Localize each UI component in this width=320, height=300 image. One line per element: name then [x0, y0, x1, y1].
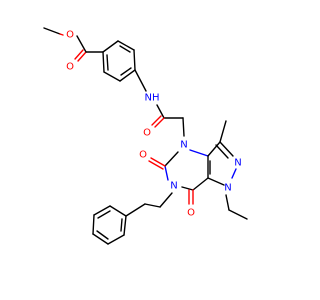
- atom-o5: O: [139, 150, 147, 161]
- bond-ph-inner-1: [97, 210, 111, 219]
- bond-c7-n6: [181, 186, 194, 191]
- atom-amide-o: O: [143, 128, 151, 139]
- bond-benz-4: [119, 69, 136, 82]
- bond-c5-n4: [164, 151, 179, 167]
- atom-ester-carbonyl-o: O: [66, 62, 74, 73]
- bond-benz-1: [102, 40, 119, 53]
- bond-ring-nh: [134, 69, 147, 92]
- bond-c7a-c7: [192, 177, 209, 191]
- bond-ph-inner-3: [120, 218, 123, 232]
- bond-ch2-phenyl: [125, 203, 146, 217]
- bond-c3a-c3: [207, 141, 221, 157]
- bond-ph-2: [93, 205, 111, 216]
- bond-benz-6: [102, 51, 105, 73]
- bond-ph-5: [107, 234, 125, 245]
- bond-nh-amidec: [156, 104, 165, 119]
- bond-n1-c7a: [207, 177, 225, 186]
- bond-ph-1: [109, 205, 127, 217]
- bond-benz-inner-3: [106, 54, 109, 71]
- atom-n2: N: [234, 158, 241, 169]
- bond-o-carbonylc: [76, 35, 87, 53]
- molecule-structure-diagram: O O NH O N O N O N N: [43, 27, 248, 245]
- bond-benz-inner-2: [120, 67, 132, 76]
- bond-n4-c3a: [189, 149, 209, 157]
- atom-o7: O: [187, 208, 195, 219]
- bond-benz-3: [133, 49, 136, 71]
- bond-c3-methyl: [219, 120, 227, 143]
- bond-c3-n2: [219, 141, 234, 157]
- bond-methyl-o: [43, 27, 61, 35]
- bond-ch2-n4: [182, 117, 185, 137]
- bond-c5-dbl-o-1: [150, 157, 166, 167]
- bond-amidec-dbl-o-1: [154, 117, 165, 128]
- bond-n6-ch2: [159, 192, 173, 208]
- atom-n6: N: [170, 181, 177, 192]
- atom-amide-nh: NH: [145, 93, 160, 104]
- bond-amidec-dbl-o-2: [151, 115, 162, 126]
- bond-ph-6: [123, 215, 127, 236]
- bond-ph-inner-2: [96, 230, 109, 240]
- atom-n1: N: [224, 183, 231, 194]
- bond-ch2-ch2: [144, 203, 161, 208]
- bond-n1-ch2: [225, 194, 230, 211]
- atom-n4: N: [180, 140, 187, 151]
- bond-ph-4: [92, 233, 109, 245]
- bond-n6-c5: [164, 165, 169, 181]
- bond-c-dbl-o-2: [74, 49, 84, 60]
- atom-ester-ether-o: O: [66, 30, 74, 41]
- bond-c-dbl-o-1: [77, 51, 87, 62]
- bond-benz-inner-1: [119, 45, 131, 53]
- bond-c5-dbl-o-2: [148, 160, 164, 170]
- bond-c3-n2-inner: [215, 144, 229, 159]
- bond-benz-5: [103, 71, 121, 82]
- molecule-svg: O O NH O N O N O N N: [43, 27, 248, 245]
- bond-o-ester: [59, 33, 64, 36]
- bond-ph-3: [92, 214, 95, 235]
- bond-ethyl-ch3: [228, 209, 248, 220]
- bond-benz-2: [117, 40, 135, 51]
- bond-n2-n1: [231, 168, 237, 179]
